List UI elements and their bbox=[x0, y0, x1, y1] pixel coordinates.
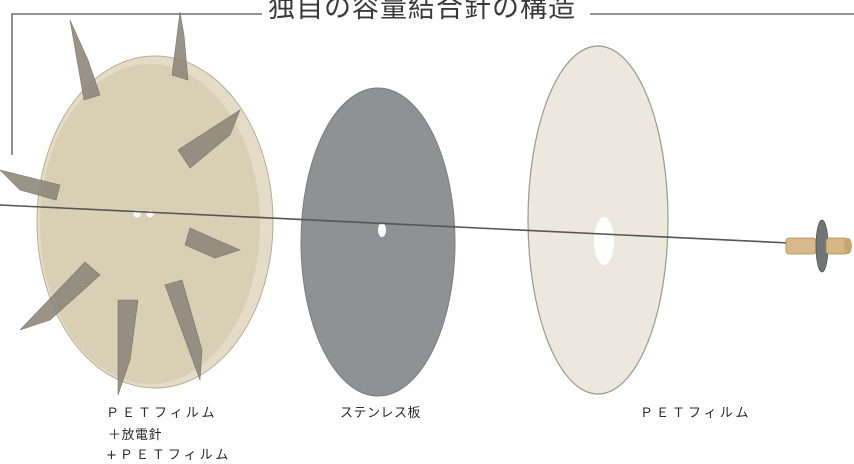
terminal-connector-icon bbox=[785, 219, 852, 273]
part-label-pet-needle-line3: +ＰＥＴフィルム bbox=[106, 448, 232, 463]
part-label-pet-needle-line2: ＋放電針 bbox=[108, 428, 163, 443]
part-label-stainless: ステンレス板 bbox=[340, 406, 422, 421]
part-label-pet-needle-line1: ＰＥＴフィルム bbox=[106, 406, 218, 421]
pet-film-needle-assembly bbox=[0, 11, 274, 396]
pet-film-disc bbox=[527, 45, 669, 395]
discharge-needle-icon bbox=[0, 11, 241, 396]
frame-line bbox=[11, 13, 262, 155]
axis-line bbox=[0, 204, 811, 245]
part-label-pet: ＰＥＴフィルム bbox=[640, 406, 752, 421]
stainless-plate bbox=[300, 87, 456, 397]
diagram-title: 独自の容量結合針の構造 bbox=[262, 0, 582, 25]
